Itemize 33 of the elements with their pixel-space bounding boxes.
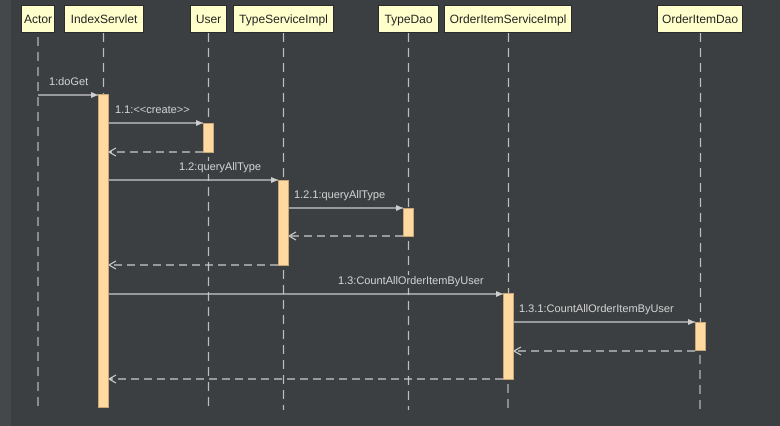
edge-label: 1.2.1:queryAllType <box>293 189 386 202</box>
lifeline-header: Actor <box>21 5 55 33</box>
lifeline-header: TypeDao <box>378 5 439 33</box>
lifeline-header: OrderItemServiceImpl <box>444 5 572 33</box>
activation-bar <box>695 322 706 351</box>
activation-bar <box>403 208 414 237</box>
edge-label: 1.3.1:CountAllOrderItemByUser <box>518 303 675 316</box>
lifeline-header: OrderItemDao <box>657 5 743 33</box>
message-arrow <box>38 92 98 98</box>
lifeline <box>282 33 284 180</box>
message-arrow <box>109 120 203 126</box>
edge-label: 1.3:CountAllOrderItemByUser <box>337 275 484 288</box>
lifeline <box>508 33 510 293</box>
message-arrow <box>289 205 403 211</box>
activation-bar <box>278 180 289 266</box>
lifeline <box>102 33 104 94</box>
lifeline-header: User <box>190 5 227 33</box>
return-arrow <box>513 346 695 356</box>
activation-bar <box>203 123 214 153</box>
return-arrow <box>108 374 503 384</box>
activation-bar <box>503 293 514 380</box>
message-arrow <box>109 177 278 183</box>
lifeline <box>700 33 702 322</box>
lifeline-header: TypeServiceImpl <box>233 5 334 33</box>
edge-label: 1.2:queryAllType <box>178 161 262 174</box>
message-arrow <box>514 319 695 325</box>
lifeline <box>408 33 410 208</box>
lifeline-header: IndexServlet <box>64 5 144 33</box>
message-arrow <box>109 291 503 297</box>
return-arrow <box>108 260 278 270</box>
return-arrow <box>288 231 403 241</box>
return-arrow <box>108 147 203 157</box>
activation-bar <box>98 94 109 408</box>
